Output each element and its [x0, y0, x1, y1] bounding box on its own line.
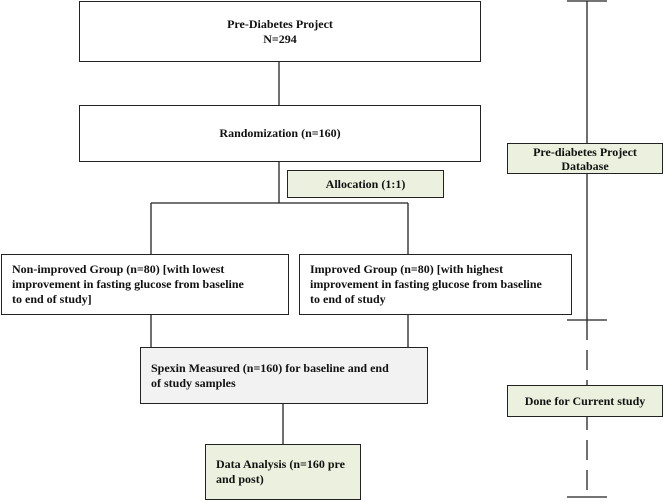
current-study-label: Done for Current study: [524, 393, 646, 408]
project-count: N=294: [263, 31, 297, 46]
randomization-box: Randomization (n=160): [79, 105, 481, 162]
randomization-label: Randomization (n=160): [219, 126, 341, 140]
non-improved-group-box: Non-improved Group (n=80) [with lowest i…: [1, 254, 289, 315]
improved-group-box: Improved Group (n=80) [with highest impr…: [299, 254, 572, 315]
improved-line-2: improvement in fasting glucose from base…: [310, 277, 542, 291]
database-line-1: Pre-diabetes Project: [533, 144, 637, 159]
database-line-2: Database: [561, 158, 609, 173]
data-analysis-box: Data Analysis (n=160 pre and post): [205, 444, 361, 500]
non-improved-line-1: Non-improved Group (n=80) [with lowest: [12, 262, 225, 276]
project-box: Pre-Diabetes Project N=294: [79, 1, 481, 62]
spexin-line-2: of study samples: [151, 375, 236, 390]
allocation-label: Allocation (1:1): [325, 176, 406, 191]
non-improved-line-3: to end of study]: [12, 292, 92, 306]
spexin-line-1: Spexin Measured (n=160) for baseline and…: [151, 360, 389, 375]
current-study-box: Done for Current study: [507, 385, 663, 417]
database-box: Pre-diabetes Project Database: [507, 143, 663, 174]
allocation-box: Allocation (1:1): [287, 170, 444, 198]
project-title: Pre-Diabetes Project: [227, 16, 333, 31]
improved-line-3: to end of study: [310, 292, 386, 306]
spexin-measured-box: Spexin Measured (n=160) for baseline and…: [140, 347, 428, 404]
non-improved-line-2: improvement in fasting glucose from base…: [12, 277, 244, 291]
analysis-line-1: Data Analysis (n=160 pre: [216, 457, 345, 471]
analysis-line-2: and post): [216, 472, 264, 486]
improved-line-1: Improved Group (n=80) [with highest: [310, 262, 504, 276]
